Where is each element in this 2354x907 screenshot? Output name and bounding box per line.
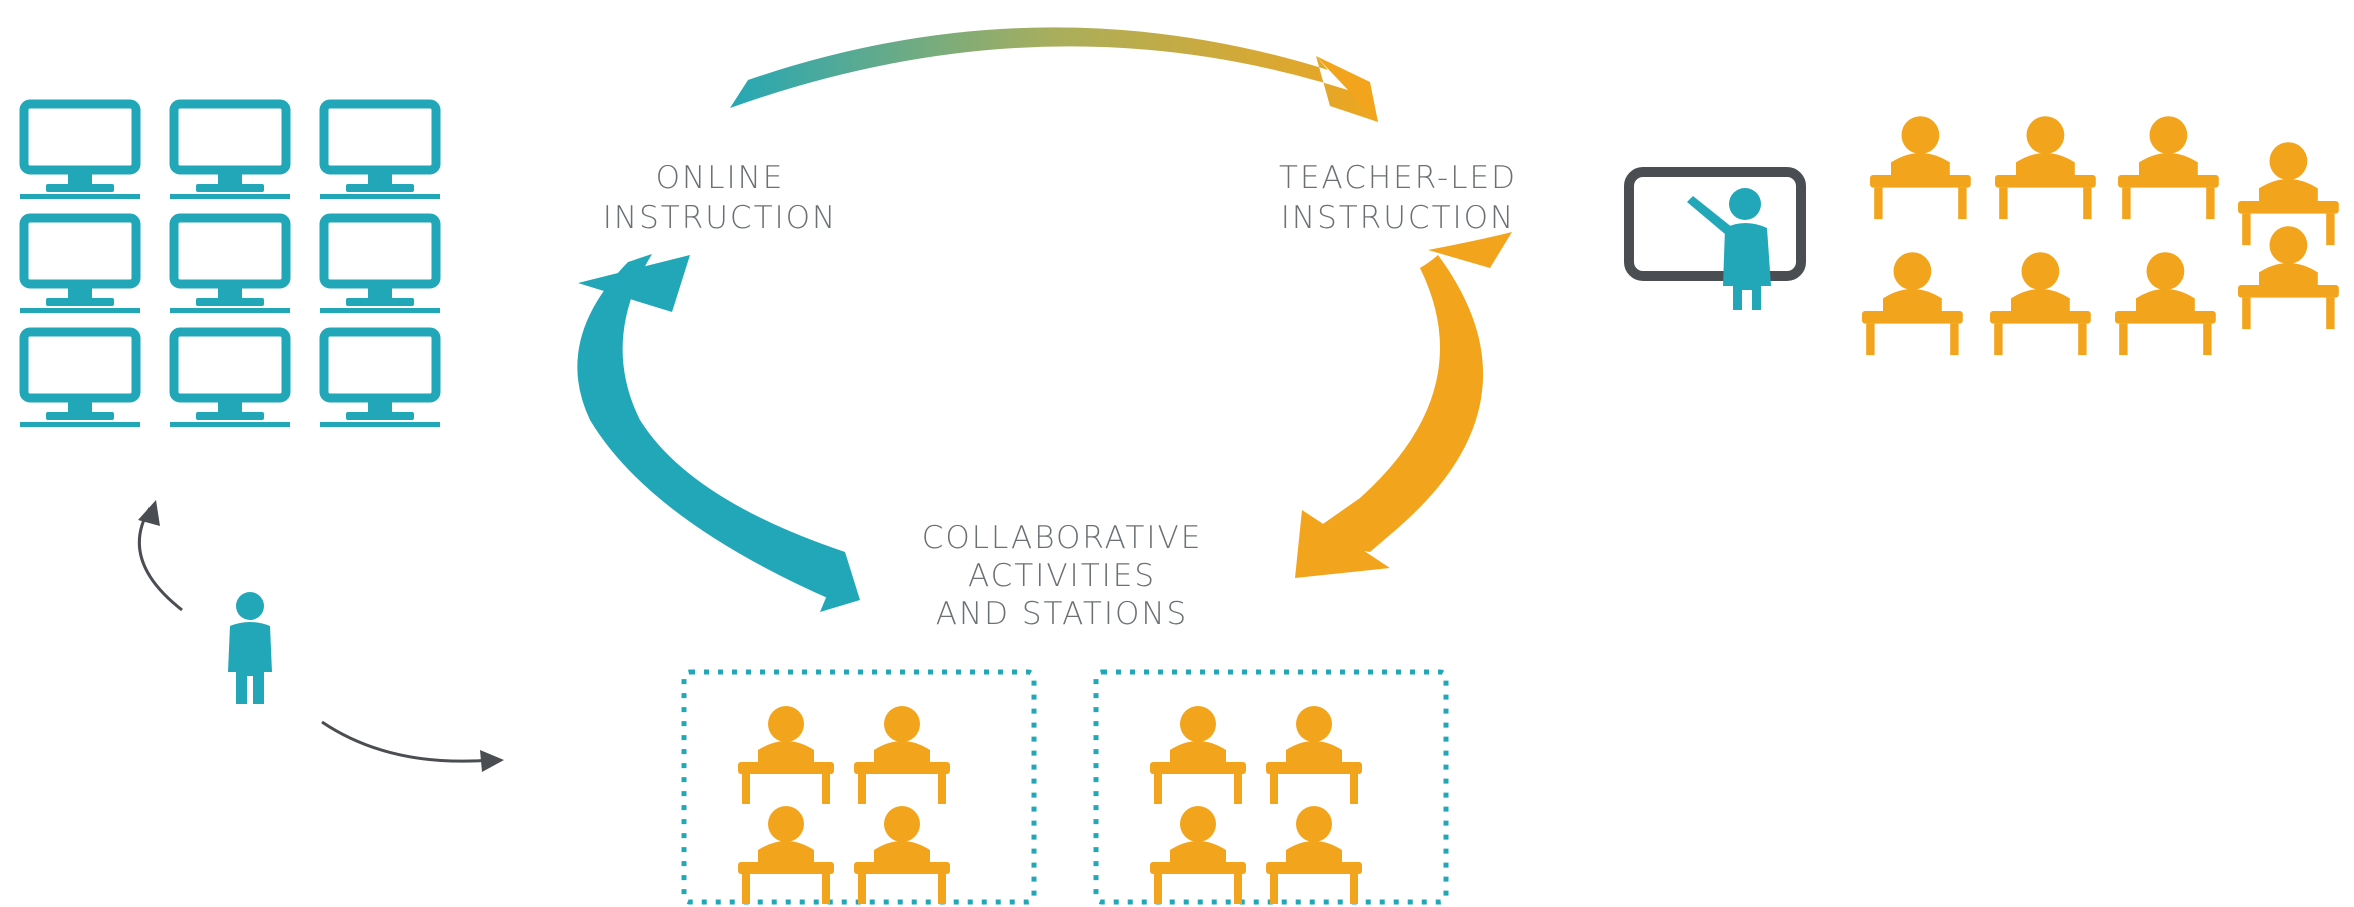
- label-collaborative-line3: AND STATIONS: [936, 596, 1188, 632]
- student-at-desk-icon: [1990, 252, 2091, 356]
- curved-arrow-right-head: [480, 750, 504, 772]
- computer-icon: [170, 332, 290, 427]
- right-arc-tail: [1428, 232, 1512, 268]
- student-at-desk-icon: [1266, 706, 1362, 804]
- teacher-at-board-icon: [1624, 167, 1806, 310]
- computer-icon: [20, 104, 140, 199]
- computer-icon: [320, 218, 440, 313]
- computer-grid: [20, 104, 440, 427]
- student-at-desk-icon: [1266, 806, 1362, 904]
- standing-person-icon: [228, 592, 272, 704]
- cycle-arrows: [577, 27, 1512, 612]
- student-at-desk-icon: [2115, 252, 2216, 356]
- computer-icon: [170, 104, 290, 199]
- right-arc-arrowhead: [1295, 510, 1390, 578]
- top-arc-arrow: [730, 27, 1378, 122]
- left-arc-tail: [820, 552, 860, 612]
- teacher-led-students: [1862, 116, 2339, 356]
- top-arc-arrowhead: [1316, 56, 1378, 122]
- label-online: ONLINE INSTRUCTION: [603, 160, 838, 236]
- student-at-desk-icon: [1862, 252, 1963, 356]
- student-at-desk-icon: [738, 806, 834, 904]
- computer-icon: [20, 218, 140, 313]
- curved-arrow-up-head: [138, 500, 160, 526]
- student-at-desk-icon: [1995, 116, 2096, 220]
- label-teacher-led-line1: TEACHER-LED: [1279, 160, 1517, 196]
- student-at-desk-icon: [738, 706, 834, 804]
- label-collaborative-line2: ACTIVITIES: [968, 558, 1156, 594]
- student-at-desk-icon: [1150, 706, 1246, 804]
- curved-arrow-up: [137, 507, 183, 612]
- student-at-desk-icon: [2238, 226, 2339, 330]
- student-at-desk-icon: [1870, 116, 1971, 220]
- left-arc-arrow: [577, 254, 845, 600]
- right-arc-arrow: [1300, 255, 1484, 552]
- label-online-line2: INSTRUCTION: [603, 200, 838, 236]
- student-at-desk-icon: [2118, 116, 2219, 220]
- student-at-desk-icon: [854, 806, 950, 904]
- computer-icon: [320, 332, 440, 427]
- label-collaborative: COLLABORATIVE ACTIVITIES AND STATIONS: [922, 520, 1203, 632]
- student-at-desk-icon: [854, 706, 950, 804]
- computer-icon: [320, 104, 440, 199]
- student-at-desk-icon: [1150, 806, 1246, 904]
- left-arc-arrowhead: [578, 255, 690, 312]
- label-collaborative-line1: COLLABORATIVE: [922, 520, 1203, 556]
- label-online-line1: ONLINE: [656, 160, 785, 196]
- computer-icon: [170, 218, 290, 313]
- curved-arrow-right: [321, 720, 493, 763]
- label-teacher-led-line2: INSTRUCTION: [1281, 200, 1516, 236]
- label-teacher-led: TEACHER-LED INSTRUCTION: [1279, 160, 1517, 236]
- computer-icon: [20, 332, 140, 427]
- collaborative-students: [738, 706, 1362, 904]
